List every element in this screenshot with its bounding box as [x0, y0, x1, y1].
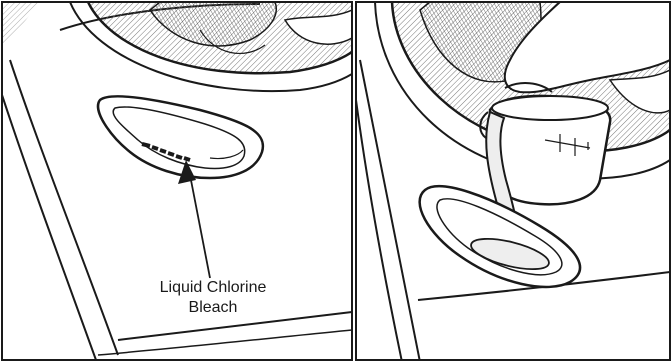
callout-line-2: Bleach — [118, 298, 308, 318]
callout-label: Liquid Chlorine Bleach — [118, 278, 308, 318]
callout-line-1: Liquid Chlorine — [118, 278, 308, 298]
panel-right — [356, 2, 670, 362]
